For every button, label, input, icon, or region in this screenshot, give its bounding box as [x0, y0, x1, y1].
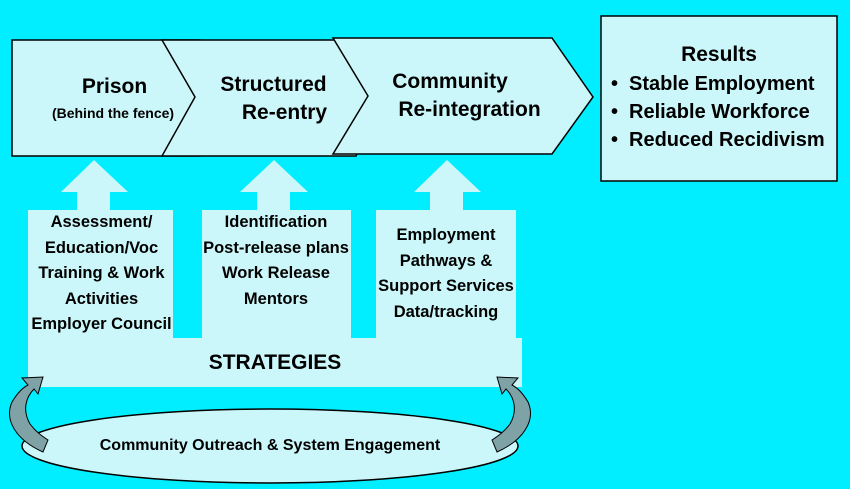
bullet-icon: • — [611, 73, 619, 95]
strategy-line: Mentors — [243, 289, 309, 308]
phase-title-structured-line1: Structured — [220, 73, 327, 96]
strategy-column-community-reintegration: Employment Pathways & Support Services D… — [366, 223, 526, 325]
bullet-icon: • — [611, 129, 619, 151]
strategy-column-prison: Assessment/ Education/Voc Training & Wor… — [14, 210, 189, 338]
strategy-line: Identification — [224, 213, 328, 231]
strategy-line: Data/tracking — [393, 302, 499, 321]
strategy-line: Activities — [64, 289, 139, 308]
phase-arrow-community-reintegration — [331, 37, 594, 155]
up-arrow-structured-reentry — [240, 160, 308, 210]
strategy-line: Work Release — [222, 264, 330, 282]
results-box — [600, 15, 838, 182]
up-arrow-prison — [61, 160, 128, 210]
strategies-platform — [28, 210, 522, 387]
phase-title-community-line1: Community — [392, 70, 508, 93]
curved-arrow-left — [9, 376, 49, 453]
results-title: Results — [681, 43, 757, 66]
phase-title-prison: Prison — [81, 75, 148, 98]
strategy-line: Employment — [396, 226, 496, 244]
outreach-ellipse — [21, 408, 519, 484]
results-item: •Reliable Workforce — [611, 101, 810, 123]
strategy-line: Assessment/ — [50, 213, 153, 231]
strategy-line: Employer Council — [31, 315, 172, 333]
results-item: •Stable Employment — [611, 73, 815, 95]
outreach-label: Community Outreach & System Engagement — [99, 437, 441, 454]
up-arrow-community-reintegration — [414, 160, 481, 210]
strategies-label: STRATEGIES — [208, 351, 342, 374]
results-item: •Reduced Recidivism — [611, 129, 825, 151]
curved-arrow-right — [491, 376, 531, 453]
strategy-line: Education/Voc — [44, 238, 159, 257]
strategy-line: Pathways & — [399, 251, 493, 270]
strategy-column-structured-reentry: Identification Post-release plans Work R… — [190, 210, 362, 312]
strategy-line: Post-release plans — [203, 238, 349, 257]
phase-title-community-line2: Re-integration — [398, 98, 541, 121]
bullet-icon: • — [611, 101, 619, 123]
phase-subtitle-prison: (Behind the fence) — [51, 105, 175, 121]
strategy-line: Support Services — [378, 277, 514, 295]
phase-title-structured-line2: Re-entry — [241, 101, 328, 124]
strategy-line: Training & Work — [38, 264, 165, 282]
